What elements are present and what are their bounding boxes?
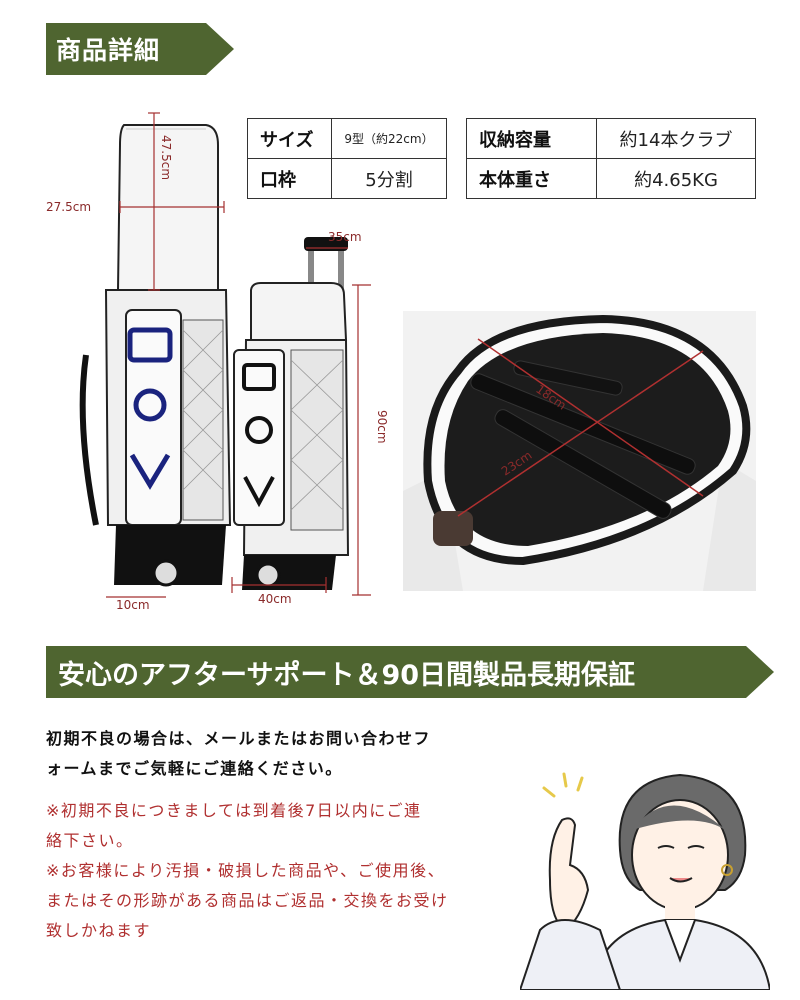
product-image-golf-bags: 47.5cm 27.5cm 35cm 90cm 10cm 40cm	[46, 112, 389, 612]
section-title-after-support: 安心のアフターサポート＆90日間製品長期保証	[46, 646, 774, 698]
dimension-label-hood-height: 47.5cm	[159, 135, 173, 180]
spec-value: 約14本クラブ	[596, 118, 756, 159]
section-title-text: 商品詳細	[56, 36, 161, 65]
spec-value: 5分割	[331, 158, 447, 199]
spec-row: 口枠 5分割	[247, 158, 447, 199]
section-title-product-details: 商品詳細	[46, 23, 234, 75]
dimension-lines	[106, 112, 371, 598]
dimension-label-base-width: 40cm	[258, 592, 292, 606]
dimension-lines-opening	[457, 338, 704, 517]
spec-label: サイズ	[247, 118, 332, 159]
dimension-label-hood-width: 27.5cm	[46, 200, 91, 214]
spec-label: 本体重さ	[466, 158, 597, 199]
notice-line: 初期不良の場合は、メールまたはお問い合わせフ	[46, 729, 432, 748]
note-line: ※お客様により汚損・破損した商品や、ご使用後、	[46, 861, 446, 880]
product-image-bag-opening: 18cm 23cm	[403, 311, 756, 591]
spec-row: 収納容量 約14本クラブ	[466, 118, 756, 159]
spec-row: サイズ 9型（約22cm）	[247, 118, 447, 159]
note-line: 致しかねます	[46, 921, 152, 940]
dimension-label-total-height: 90cm	[375, 410, 389, 444]
golf-bag-front	[79, 124, 232, 587]
note-line: ※初期不良につきましては到着後7日以内にご連	[46, 801, 422, 820]
golf-bag-side	[233, 237, 350, 590]
notice-notes: ※初期不良につきましては到着後7日以内にご連 絡下さい。 ※お客様により汚損・破…	[46, 796, 526, 946]
note-line: またはその形跡がある商品はご返品・交換をお受け	[46, 891, 449, 910]
spec-value: 約4.65KG	[596, 158, 756, 199]
notice-main: 初期不良の場合は、メールまたはお問い合わせフ ォームまでご気軽にご連絡ください。	[46, 724, 526, 784]
spec-label: 収納容量	[466, 118, 597, 159]
dimension-label-wheel: 10cm	[116, 598, 150, 612]
spec-table-right: 収納容量 約14本クラブ 本体重さ 約4.65KG	[466, 118, 756, 199]
section-title-text: 安心のアフターサポート＆90日間製品長期保証	[58, 659, 636, 691]
notice-line: ォームまでご気軽にご連絡ください。	[46, 759, 343, 778]
note-line: 絡下さい。	[46, 831, 134, 850]
spec-value: 9型（約22cm）	[331, 118, 447, 159]
dimension-label-handle: 35cm	[328, 230, 362, 244]
spec-row: 本体重さ 約4.65KG	[466, 158, 756, 199]
support-staff-illustration	[520, 772, 770, 990]
spec-table-left: サイズ 9型（約22cm） 口枠 5分割	[247, 118, 447, 199]
